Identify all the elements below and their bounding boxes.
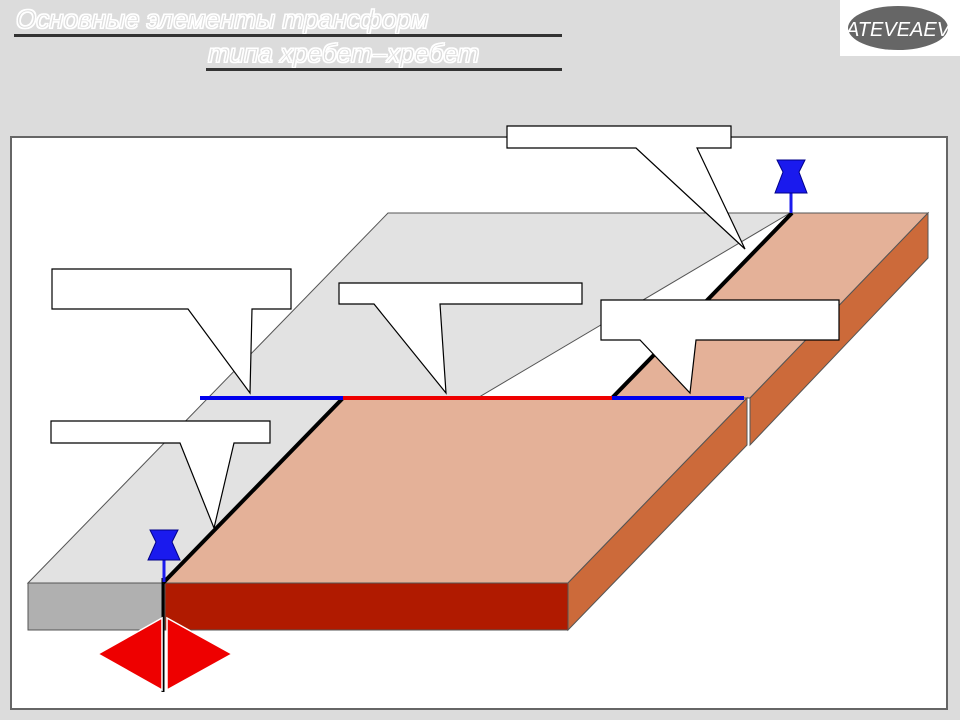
callout-right-middle	[600, 299, 840, 395]
title-underline-2	[206, 68, 562, 71]
logo-text: ATEVEAEV	[845, 19, 952, 41]
pin-icon-lower	[147, 529, 181, 582]
callout-middle	[338, 282, 583, 395]
ridge-axis-lower	[161, 396, 345, 585]
callout-left-upper	[51, 268, 292, 395]
company-logo-icon: ATEVEAEV	[845, 6, 952, 50]
light-plate-front	[27, 582, 166, 631]
callout-top-right	[506, 125, 746, 250]
title-line-1: Основные элементы трансформ	[15, 4, 429, 35]
pin-icon-upper	[774, 159, 808, 213]
spreading-arrow-right-icon	[166, 616, 234, 692]
title-underline-1	[14, 34, 562, 37]
dark-plate-front	[164, 582, 569, 631]
title-line-2: типа хребет–хребет	[207, 38, 480, 69]
company-logo: ATEVEAEV	[840, 0, 960, 56]
callout-left-lower	[50, 420, 271, 530]
spreading-arrow-left-icon	[96, 616, 163, 692]
dark-plate-side-front	[567, 396, 748, 632]
